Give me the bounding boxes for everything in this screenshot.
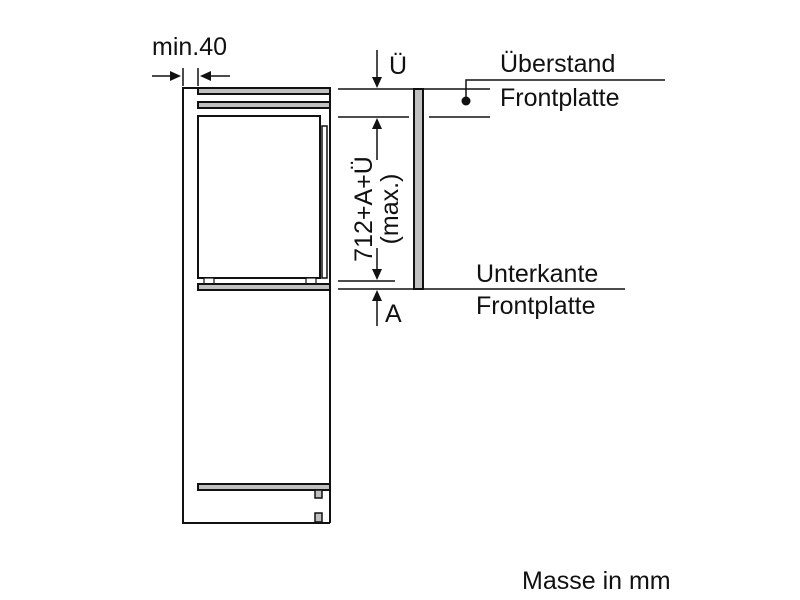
bottom-symbol: A [385, 300, 402, 328]
support-shelf [197, 283, 331, 291]
lower-shelf [197, 483, 331, 491]
bottom-label-line2: Frontplatte [476, 292, 596, 320]
min-gap-label: min.40 [152, 33, 228, 61]
height-label-line1: 712+A+Ü [350, 156, 378, 262]
top-shelf-2 [197, 101, 331, 109]
overhang-symbol: Ü [389, 52, 408, 80]
height-label-line2: (max.) [376, 173, 405, 245]
appliance-door-edge [321, 125, 328, 279]
bottom-label-line1: Unterkante [476, 260, 599, 288]
front-panel [413, 88, 424, 290]
top-shelf-1 [197, 87, 331, 95]
overhang-label-line1: Überstand [500, 50, 616, 78]
overhang-label-line2: Frontplatte [500, 84, 620, 112]
units-note: Masse in mm [522, 567, 671, 595]
appliance-body [197, 115, 321, 279]
height-dimension-label: 712+A+Ü (max.) [350, 139, 405, 279]
leader-dot [461, 96, 471, 106]
